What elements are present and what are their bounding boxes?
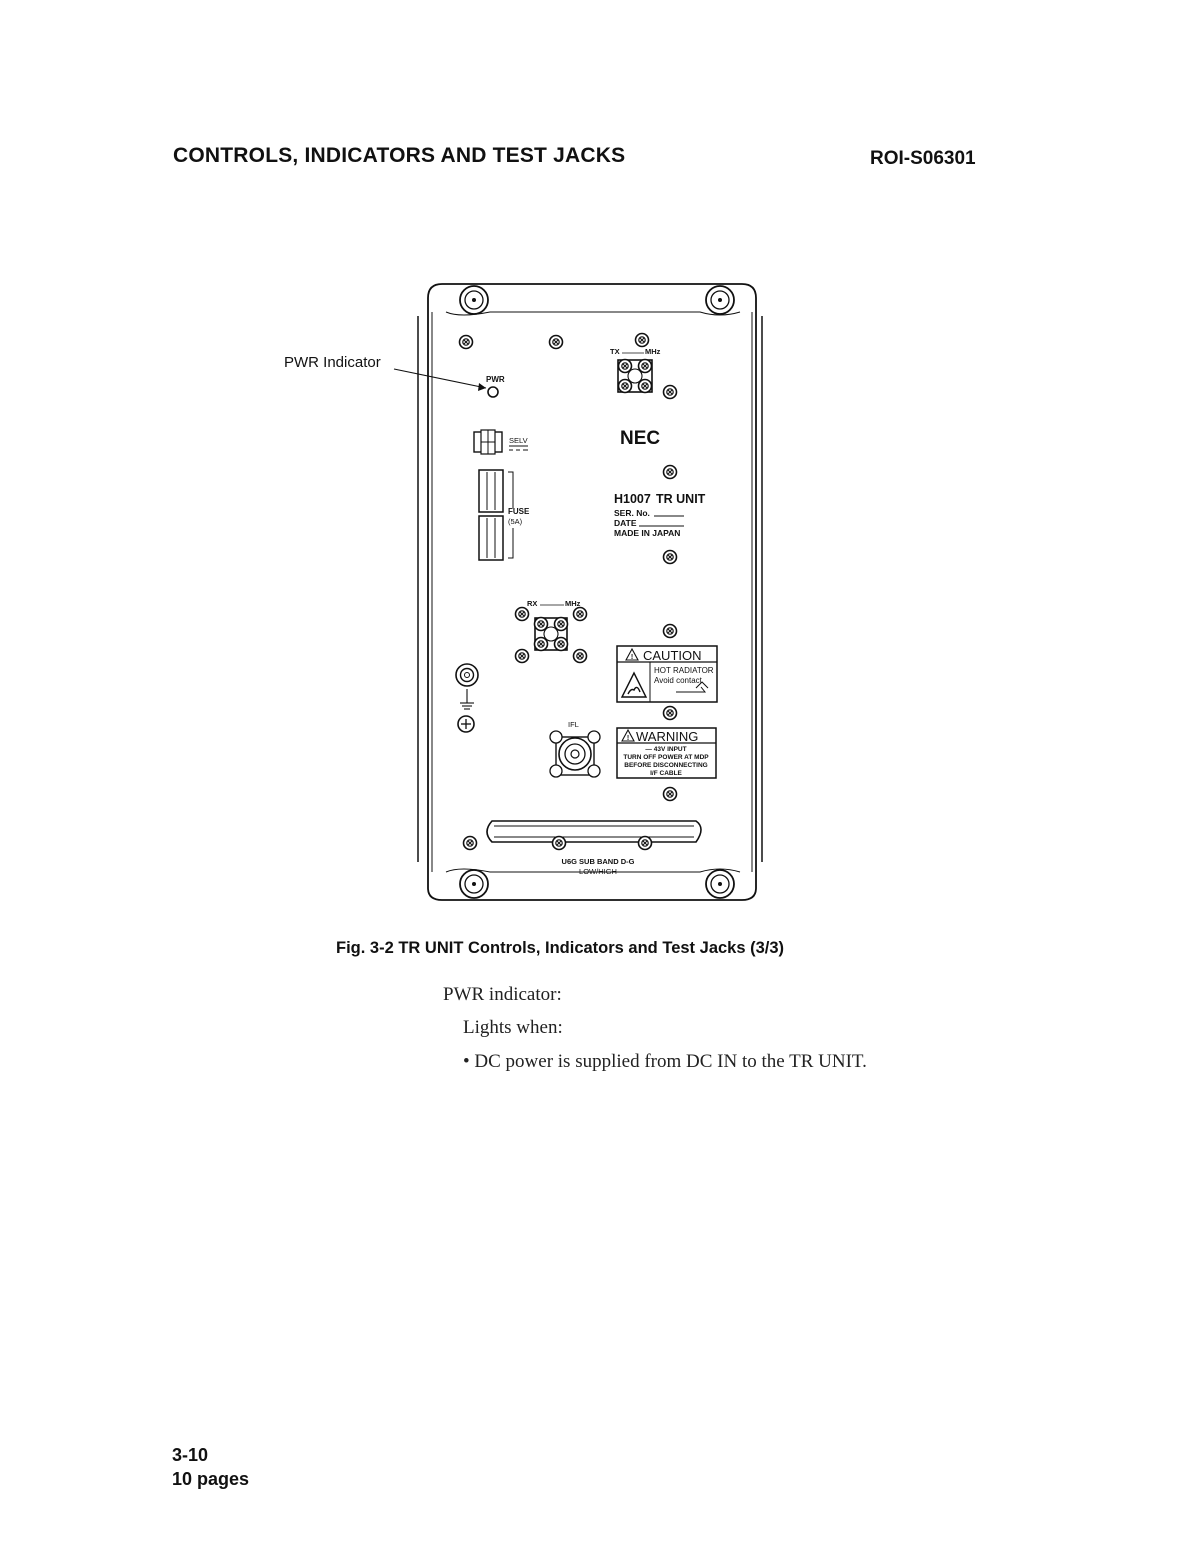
figure-caption: Fig. 3-2 TR UNIT Controls, Indicators an… — [336, 939, 785, 957]
svg-text:Avoid contact: Avoid contact — [654, 676, 703, 685]
svg-text:BEFORE DISCONNECTING: BEFORE DISCONNECTING — [624, 762, 707, 769]
corner-mount-bottom-left — [459, 869, 489, 899]
pwr-label: PWR — [486, 375, 505, 384]
tr-unit-panel-diagram: PWR Indicator PWR TX MHz NEC SELV FUSE (… — [284, 283, 763, 901]
panel-outline — [427, 283, 757, 901]
svg-text:IFL: IFL — [568, 720, 579, 729]
svg-text:I/F CABLE: I/F CABLE — [650, 770, 682, 777]
nec-logo: NEC — [620, 428, 660, 449]
svg-text:MHz: MHz — [565, 599, 581, 608]
svg-text:HOT RADIATOR: HOT RADIATOR — [654, 666, 714, 675]
svg-text:CAUTION: CAUTION — [643, 648, 702, 663]
pwr-indicator-callout: PWR Indicator — [284, 354, 381, 371]
corner-mount-top-right — [705, 285, 735, 315]
page-count: 10 pages — [172, 1469, 250, 1489]
svg-text:— 43V INPUT: — 43V INPUT — [645, 746, 686, 753]
svg-text:LOW/HIGH: LOW/HIGH — [579, 867, 617, 876]
fuse-holder-lower — [478, 515, 504, 561]
page-number: 3-10 — [172, 1445, 209, 1465]
band-label: U6G SUB BAND D-G — [562, 857, 635, 866]
svg-text:WARNING: WARNING — [636, 729, 698, 744]
condition-bullet: • DC power is supplied from DC IN to the… — [463, 1051, 867, 1072]
document-id: ROI-S06301 — [870, 148, 976, 169]
corner-mount-bottom-right — [705, 869, 735, 899]
svg-text:!: ! — [627, 735, 629, 742]
model-number: H1007 — [614, 492, 651, 506]
svg-text:(5A): (5A) — [508, 517, 523, 526]
svg-text:SER. No.: SER. No. — [614, 508, 650, 518]
section-title: CONTROLS, INDICATORS AND TEST JACKS — [173, 144, 626, 167]
warning-label — [616, 727, 717, 779]
svg-text:!: ! — [631, 654, 633, 661]
fuse-holder-upper — [478, 469, 504, 513]
corner-mount-top-left — [459, 285, 489, 315]
warning-triangle-icon — [621, 728, 635, 742]
svg-text:MADE IN JAPAN: MADE IN JAPAN — [614, 528, 680, 538]
pwr-led-icon — [487, 386, 499, 398]
pwr-indicator-heading: PWR indicator: — [443, 984, 562, 1005]
svg-text:TX: TX — [610, 347, 620, 356]
svg-text:DATE: DATE — [614, 518, 637, 528]
svg-text:TURN OFF POWER AT MDP: TURN OFF POWER AT MDP — [623, 754, 709, 761]
lights-when-text: Lights when: — [463, 1017, 563, 1038]
svg-text:MHz: MHz — [645, 347, 661, 356]
caution-triangle-icon — [625, 647, 639, 661]
svg-text:RX: RX — [527, 599, 537, 608]
unit-name: TR UNIT — [656, 492, 706, 506]
svg-text:SELV: SELV — [509, 436, 528, 445]
panel-handle — [486, 820, 702, 843]
svg-text:FUSE: FUSE — [508, 507, 530, 516]
